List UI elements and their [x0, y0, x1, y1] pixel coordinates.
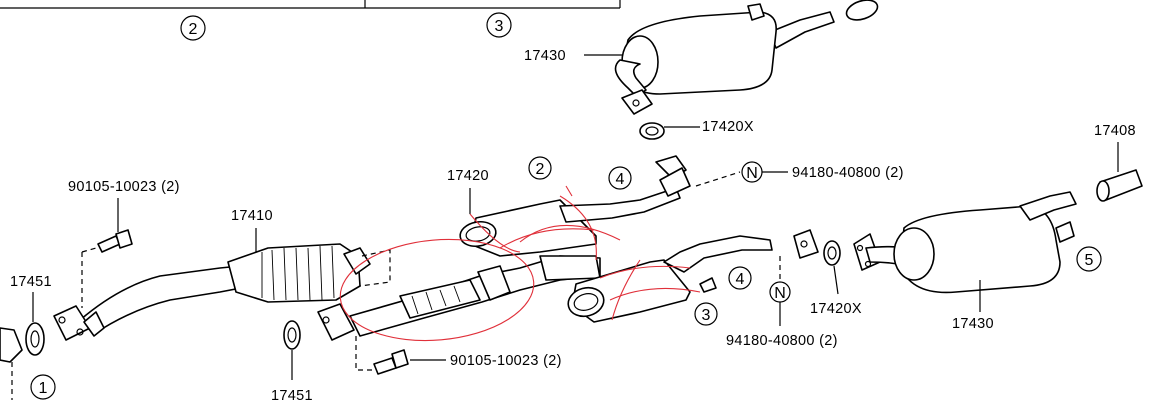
- catalytic-converter: [227, 243, 371, 303]
- svg-text:94180-40800 (2): 94180-40800 (2): [792, 165, 904, 181]
- svg-text:3: 3: [495, 18, 504, 35]
- svg-text:3: 3: [702, 307, 711, 324]
- center-pipe: [317, 255, 601, 341]
- callout-2: 2: [528, 156, 552, 180]
- svg-text:94180-40800 (2): 94180-40800 (2): [726, 333, 838, 349]
- svg-text:17420X: 17420X: [810, 301, 862, 317]
- svg-text:5: 5: [1085, 252, 1094, 269]
- svg-text:17451: 17451: [10, 274, 52, 290]
- svg-text:N: N: [774, 285, 786, 302]
- muffler-main: [853, 191, 1077, 294]
- nut-bottom-n: N: [769, 281, 791, 303]
- muffler-top: [614, 0, 879, 115]
- header-frame: [0, 0, 621, 9]
- svg-text:N: N: [746, 165, 758, 182]
- red-markup: [339, 185, 701, 342]
- bolt-top: [97, 229, 133, 253]
- svg-text:4: 4: [736, 271, 745, 288]
- nut-top-n: N: [741, 161, 763, 183]
- tail-tip: [1096, 169, 1143, 202]
- svg-text:17408: 17408: [1094, 123, 1136, 139]
- gasket-mid: [283, 320, 301, 350]
- svg-text:2: 2: [189, 21, 198, 38]
- center-muffler-lower: [567, 229, 819, 323]
- svg-text:90105-10023 (2): 90105-10023 (2): [450, 353, 562, 369]
- callout-4-top: 4: [608, 166, 632, 190]
- front-pipe: [53, 263, 263, 341]
- svg-text:17420: 17420: [447, 168, 489, 184]
- callout-header-3: 3: [486, 12, 512, 38]
- gasket-top: [639, 122, 665, 140]
- svg-text:17420X: 17420X: [702, 119, 754, 135]
- callout-header-2: 2: [180, 15, 206, 41]
- svg-text:17410: 17410: [231, 208, 273, 224]
- svg-text:2: 2: [536, 161, 545, 178]
- svg-text:1: 1: [39, 380, 48, 397]
- manifold-flange: [0, 327, 23, 363]
- gasket-front: [25, 322, 45, 356]
- svg-text:4: 4: [616, 171, 625, 188]
- svg-text:17430: 17430: [524, 48, 566, 64]
- callout-4-bottom: 4: [728, 266, 752, 290]
- svg-text:90105-10023 (2): 90105-10023 (2): [68, 179, 180, 195]
- callout-3: 3: [694, 302, 718, 326]
- gasket-right: [823, 240, 841, 266]
- center-muffler-upper: [459, 155, 691, 257]
- callout-5: 5: [1076, 246, 1102, 272]
- svg-text:17451: 17451: [271, 388, 313, 404]
- bolt-bottom: [373, 349, 409, 375]
- svg-text:17430: 17430: [952, 316, 994, 332]
- callout-1: 1: [30, 374, 56, 400]
